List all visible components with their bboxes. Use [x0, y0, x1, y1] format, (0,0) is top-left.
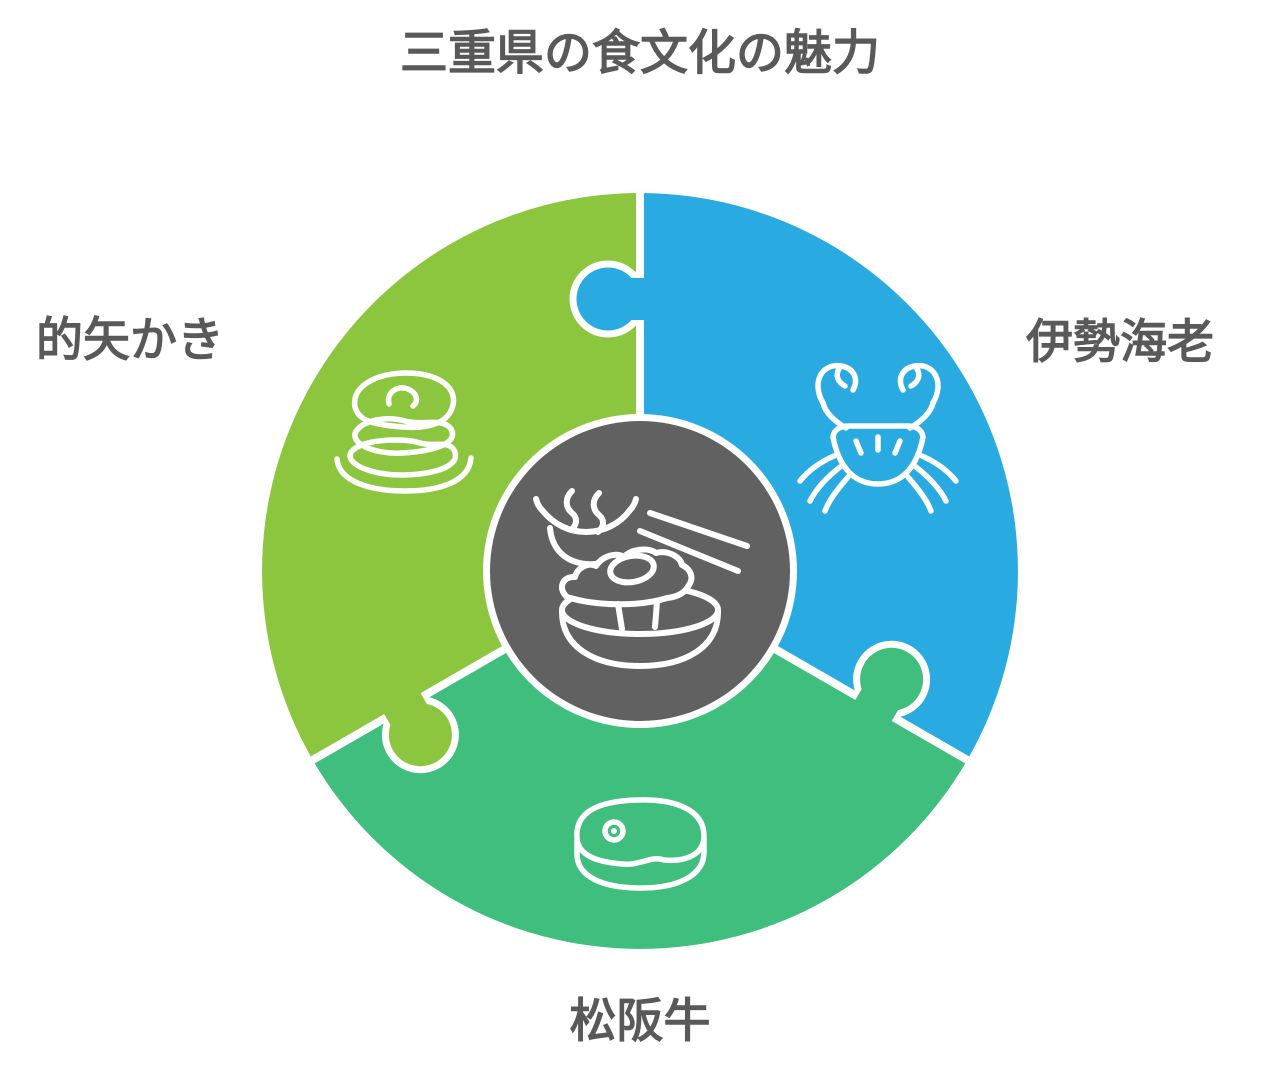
crab-leg-left-3 — [822, 474, 851, 514]
crab-icon — [797, 363, 959, 514]
steak-fat-ring — [602, 819, 626, 843]
knob-beef-into-lobster — [853, 640, 931, 725]
knob-head — [860, 647, 924, 711]
label-ise-lobster: 伊勢海老 — [1026, 315, 1214, 368]
chopstick-2 — [637, 528, 741, 574]
crab-leg-left-1 — [797, 453, 837, 484]
chopstick-1 — [647, 510, 750, 549]
steam-line-1 — [563, 488, 579, 533]
meat-fold-left — [615, 601, 625, 632]
bowl-rim — [539, 507, 633, 535]
crab-claw-left-notch — [834, 363, 848, 389]
crab-claw-right-notch — [908, 363, 922, 389]
crab-leg-left-2 — [807, 464, 843, 504]
crab-leg-right-1 — [919, 453, 959, 484]
oyster-stack-icon — [334, 370, 474, 494]
steak-top-face — [574, 797, 707, 867]
bowl-rim-flare-left — [533, 496, 545, 513]
sukiyaki-meal-icon — [533, 488, 750, 669]
steak-side — [574, 836, 707, 891]
knob-lobster-into-oyster — [569, 260, 648, 338]
crab-leg-right-2 — [913, 464, 949, 504]
knob-head — [576, 267, 640, 331]
oyster-plate — [334, 455, 474, 494]
oyster-shell-bottom — [347, 437, 459, 478]
meat-topping — [607, 552, 657, 586]
crab-gill-right — [892, 438, 903, 456]
steak-fat-dot — [611, 828, 617, 834]
page-title: 三重県の食文化の魅力 — [399, 27, 880, 80]
knob-oyster-into-beef — [381, 689, 459, 774]
bowl-rim-flare-right — [627, 496, 639, 513]
plate-side — [559, 609, 721, 669]
oyster-shell-middle — [352, 416, 456, 456]
steak-icon — [574, 797, 707, 891]
crab-gill-left — [853, 438, 864, 456]
oyster-shell-top — [352, 370, 457, 431]
puzzle-piece-beef — [312, 571, 968, 949]
crab-leg-right-3 — [905, 474, 934, 514]
label-matoya-oyster: 的矢かき — [36, 313, 224, 366]
label-matsusaka-beef: 松阪牛 — [569, 994, 711, 1047]
meat-fold-right — [652, 599, 660, 630]
knob-head — [388, 703, 452, 767]
oyster-swirl — [385, 385, 420, 409]
